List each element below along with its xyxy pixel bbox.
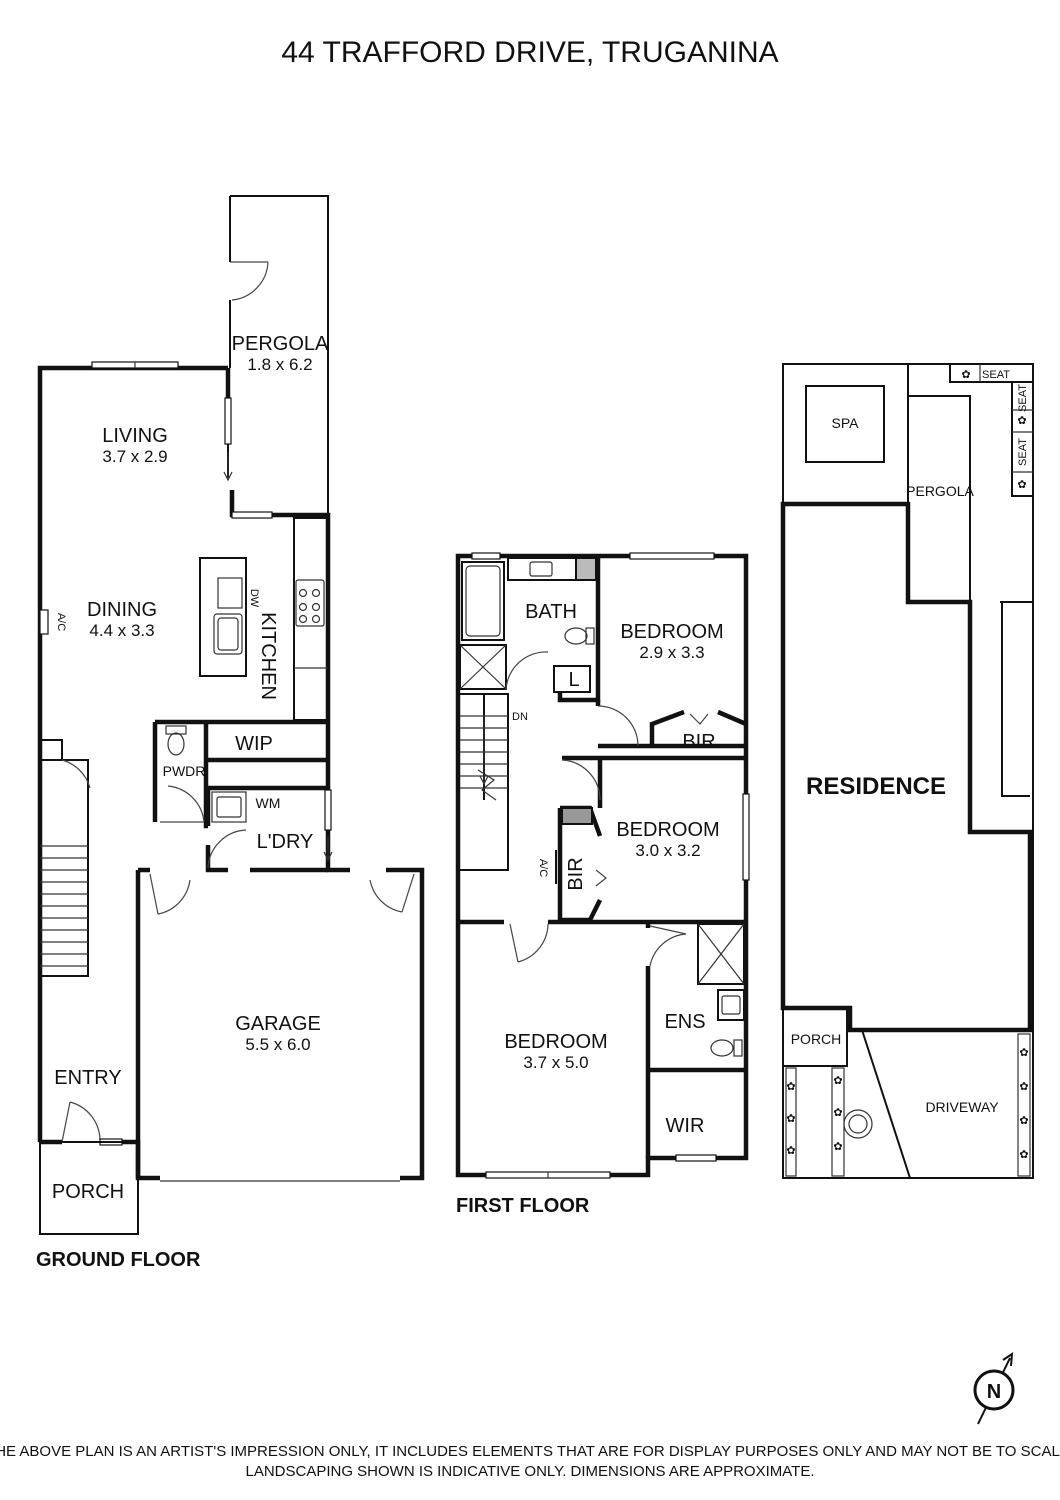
plan-title: 44 TRAFFORD DRIVE, TRUGANINA xyxy=(281,36,778,69)
pergola-sliding-door xyxy=(224,397,232,445)
residence-label: RESIDENCE xyxy=(806,773,946,800)
dining-ac-unit xyxy=(39,609,49,635)
plant-icon: ✿ xyxy=(961,369,970,381)
ac-label-first: A/C xyxy=(537,859,549,877)
dining-dims: 4.4 x 3.3 xyxy=(89,621,154,640)
bath-label: BATH xyxy=(525,601,577,623)
garage-label: GARAGE xyxy=(235,1013,321,1035)
ground-floor-title: GROUND FLOOR xyxy=(36,1249,201,1271)
garage-dims: 5.5 x 6.0 xyxy=(245,1035,310,1054)
first-floor-title: FIRST FLOOR xyxy=(456,1195,590,1217)
living-label: LIVING xyxy=(102,425,168,447)
pergola-label: PERGOLA xyxy=(232,333,329,355)
bedroom1-dims: 2.9 x 3.3 xyxy=(639,643,704,662)
ens-label: ENS xyxy=(664,1011,705,1033)
driveway-label: DRIVEWAY xyxy=(925,1099,999,1115)
svg-text:✿: ✿ xyxy=(1019,1047,1028,1059)
svg-text:✿: ✿ xyxy=(1019,1115,1028,1127)
bath-toilet-icon xyxy=(564,627,588,645)
toilet-icon xyxy=(167,732,185,756)
bedroom3-walls xyxy=(458,919,746,1158)
linen-label: L xyxy=(568,669,579,691)
svg-text:✿: ✿ xyxy=(1019,1149,1028,1161)
plant-icon: ✿ xyxy=(1017,415,1026,427)
living-dims: 3.7 x 2.9 xyxy=(102,447,167,466)
site-porch-label: PORCH xyxy=(791,1031,842,1047)
pergola-door-swing xyxy=(230,261,269,301)
ground-porch-label: PORCH xyxy=(52,1181,124,1203)
wm-label: WM xyxy=(256,795,281,811)
site-pergola-label: PERGOLA xyxy=(906,483,974,499)
pergola-dims: 1.8 x 6.2 xyxy=(247,355,312,374)
shower xyxy=(459,644,507,690)
site-porch xyxy=(782,1007,848,1067)
garage-west-wall xyxy=(135,867,150,1178)
linen-cupboard xyxy=(553,665,591,693)
bir1-label: BIR xyxy=(682,731,715,753)
dining-label: DINING xyxy=(87,599,157,621)
pwdr-label: PWDR xyxy=(163,763,206,779)
svg-text:✿: ✿ xyxy=(833,1141,842,1153)
bath-vanity xyxy=(507,557,577,581)
svg-text:✿: ✿ xyxy=(1019,1081,1028,1093)
dishwasher-label: DW xyxy=(248,589,260,608)
disclaimer-line-2: LANDSCAPING SHOWN IS INDICATIVE ONLY. DI… xyxy=(245,1463,814,1480)
bedroom2-label: BEDROOM xyxy=(616,819,719,841)
entry-door-swing xyxy=(61,1101,101,1143)
svg-text:✿: ✿ xyxy=(786,1113,795,1125)
bedroom1-label: BEDROOM xyxy=(620,621,723,643)
bedroom1-walls xyxy=(595,700,747,749)
residence-outline xyxy=(780,501,1033,1033)
entry-label: ENTRY xyxy=(54,1067,121,1089)
kitchen-island xyxy=(199,557,247,677)
ground-floor-plan: A/C KITCHEN DW WIP PWDR WM L'DRY xyxy=(36,195,425,1271)
ac-label-ground: A/C xyxy=(55,613,67,631)
bedroom3-label: BEDROOM xyxy=(504,1031,607,1053)
bedroom2-dims: 3.0 x 3.2 xyxy=(635,841,700,860)
first-floor-plan: BATH L DN BEDROOM 2.9 x 3.3 BIR BEDROOM … xyxy=(455,552,750,1217)
site-plan: SEAT SEAT SEAT ✿ ✿ ✿ SPA PERGOLA RESIDEN… xyxy=(780,363,1034,1179)
ens-toilet-icon xyxy=(710,1039,734,1057)
pergola-outline xyxy=(229,195,329,515)
disclaimer-line-1: THE ABOVE PLAN IS AN ARTIST'S IMPRESSION… xyxy=(0,1443,1060,1460)
seat-label-3: SEAT xyxy=(1017,438,1029,466)
stair-down-label: DN xyxy=(512,711,528,723)
svg-text:✿: ✿ xyxy=(833,1107,842,1119)
ens-shower xyxy=(697,923,745,985)
seat-label-2: SEAT xyxy=(1017,384,1029,412)
spa-label: SPA xyxy=(832,415,860,431)
bath-walls xyxy=(557,556,601,703)
svg-text:✿: ✿ xyxy=(833,1075,842,1087)
laundry-label: L'DRY xyxy=(257,831,314,853)
bathtub xyxy=(461,561,505,641)
wip-label: WIP xyxy=(235,733,273,755)
svg-text:✿: ✿ xyxy=(786,1145,795,1157)
ground-outer-wall xyxy=(37,365,425,1181)
bedroom3-dims: 3.7 x 5.0 xyxy=(523,1053,588,1072)
bir2-label: BIR xyxy=(565,857,587,890)
bedroom2-walls xyxy=(557,755,746,923)
wir-label: WIR xyxy=(666,1115,705,1137)
kitchen-label: KITCHEN xyxy=(257,612,279,700)
north-label: N xyxy=(987,1381,1001,1403)
north-arrow: N xyxy=(973,1352,1015,1425)
tree-icon xyxy=(843,1109,873,1139)
spa xyxy=(805,385,885,463)
svg-text:✿: ✿ xyxy=(786,1081,795,1093)
plant-icon: ✿ xyxy=(1017,479,1026,491)
seat-label-1: SEAT xyxy=(982,369,1010,381)
ground-porch xyxy=(39,1141,139,1235)
